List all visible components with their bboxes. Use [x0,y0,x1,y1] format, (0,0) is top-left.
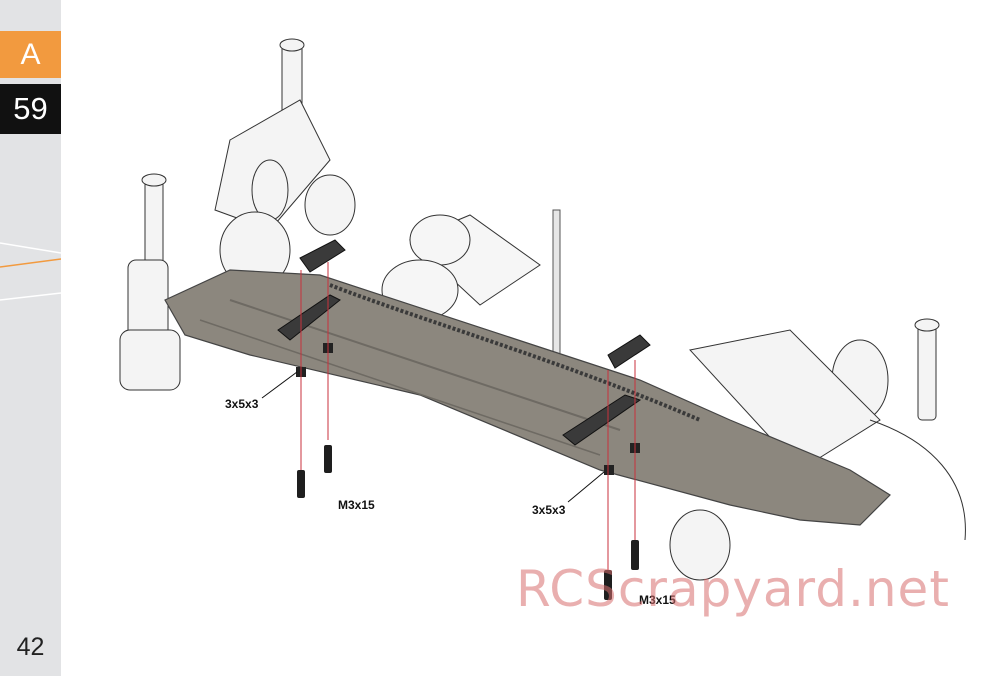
leader-line-left [261,371,298,399]
antenna-post [552,209,561,361]
chassis-plate [164,269,891,526]
watermark: RCScrapyard.net [516,560,950,618]
chassis-assembly-diagram [119,38,966,600]
screws [297,445,639,600]
rear-left-suspension [119,38,356,391]
sidebar: A 59 42 [0,0,61,676]
spacer-label-left: 3x5x3 [225,397,259,411]
spacer-right-1 [604,465,614,475]
section-tab: A [0,31,61,78]
screw-label-right: M3x15 [639,593,676,607]
battery-holder-left [277,239,346,341]
step-number-tab: 59 [0,84,61,134]
leader-line-right [567,471,605,503]
front-right-suspension [669,318,966,581]
drive-belt [329,283,701,422]
screw-label-left: M3x15 [338,498,375,512]
spacer-label-right: 3x5x3 [532,503,566,517]
page-number: 42 [16,632,45,661]
sidebar-decoration-lines [0,242,61,301]
battery-holder-right [562,334,651,446]
guide-lines [300,262,636,570]
